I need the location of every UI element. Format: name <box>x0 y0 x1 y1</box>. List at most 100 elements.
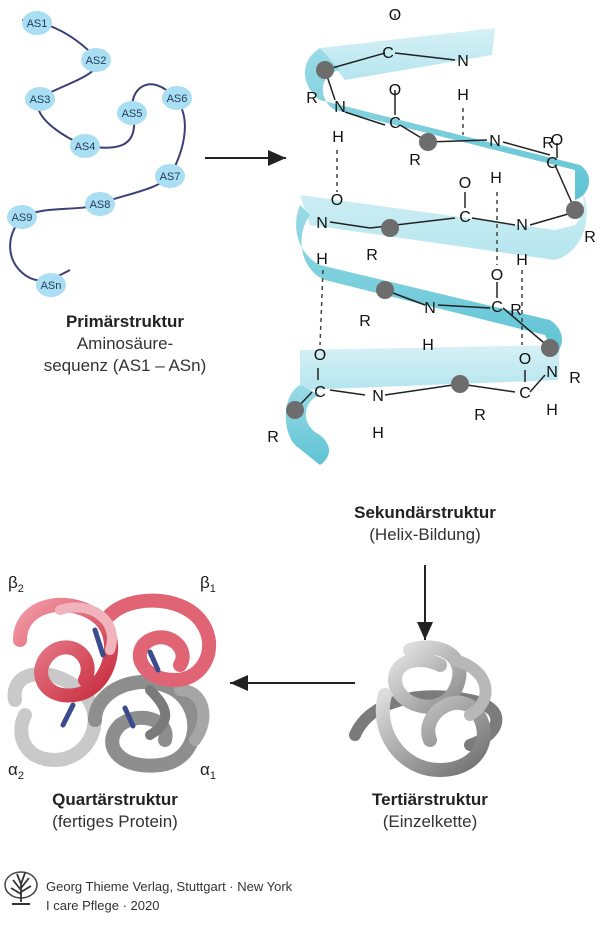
nitrogen-atom-label: N <box>489 133 501 150</box>
alpha-carbon <box>451 375 469 393</box>
hydrogen-atom-label: H <box>490 170 502 187</box>
residue-label: AS6 <box>167 93 188 105</box>
oxygen-atom-label: O <box>491 267 503 284</box>
nitrogen-atom-label: N <box>516 217 528 234</box>
residue-bubble: ASn <box>36 273 66 297</box>
residue-bubble: AS9 <box>7 205 37 229</box>
residue-bubble: AS6 <box>162 86 192 110</box>
hydrogen-atom-label: H <box>516 252 528 269</box>
hydrogen-atom-label: H <box>457 87 469 104</box>
residue-label: AS9 <box>12 212 33 224</box>
tertiary-title: Tertiärstruktur <box>372 790 488 809</box>
residue-bubble: AS4 <box>70 134 100 158</box>
residue-label: ASn <box>41 280 62 292</box>
helix-ribbon-front <box>305 48 590 200</box>
quaternary-subtitle: (fertiges Protein) <box>52 812 178 831</box>
residue-bubble: AS5 <box>117 101 147 125</box>
alpha-carbon <box>541 339 559 357</box>
rest-atom-label: R <box>510 302 522 319</box>
oxygen-atom-label: O <box>551 132 563 149</box>
residue-bubble: AS2 <box>81 48 111 72</box>
residue-label: AS3 <box>30 94 51 106</box>
carbon-atom-label: C <box>546 155 558 172</box>
carbon-atom-label: C <box>491 299 503 316</box>
nitrogen-atom-label: N <box>424 300 436 317</box>
label-alpha1: α1 <box>200 760 216 782</box>
secondary-subtitle: (Helix-Bildung) <box>369 525 481 544</box>
rest-atom-label: R <box>366 247 378 264</box>
credit-line2: I care Pflege · 2020 <box>46 898 160 913</box>
publisher-tree-logo <box>4 871 38 905</box>
nitrogen-atom-label: N <box>372 388 384 405</box>
helix-ribbon-back <box>300 170 587 260</box>
oxygen-atom-label: O <box>389 82 401 99</box>
carbon-atom-label: C <box>389 115 401 132</box>
residue-label: AS5 <box>122 108 143 120</box>
primary-caption: Primärstruktur Aminosäure- sequenz (AS1 … <box>20 311 230 377</box>
hydrogen-atom-label: H <box>546 402 558 419</box>
credit-line1: Georg Thieme Verlag, Stuttgart · New Yor… <box>46 879 293 894</box>
subunit-alpha2 <box>7 667 102 768</box>
quaternary-caption: Quartärstruktur (fertiges Protein) <box>10 789 220 833</box>
oxygen-atom-label: O <box>389 7 401 24</box>
residue-label: AS8 <box>90 199 111 211</box>
carbon-atom-label: C <box>459 209 471 226</box>
primary-subtitle-line2: sequenz (AS1 – ASn) <box>43 356 207 375</box>
alpha-carbon <box>566 201 584 219</box>
alpha-carbon <box>381 219 399 237</box>
residue-bubble: AS8 <box>85 192 115 216</box>
rest-atom-label: R <box>359 313 371 330</box>
tertiary-structure-chain <box>349 640 503 778</box>
nitrogen-atom-label: N <box>457 53 469 70</box>
residue-label: AS2 <box>86 55 107 67</box>
carbon-atom-label: C <box>314 384 326 401</box>
residue-bubble: AS7 <box>155 164 185 188</box>
quaternary-structure-protein <box>7 593 216 773</box>
rest-atom-label: R <box>584 229 596 246</box>
quaternary-title: Quartärstruktur <box>52 790 178 809</box>
alpha-carbon <box>316 61 334 79</box>
residue-label: AS1 <box>27 18 48 30</box>
primary-title: Primärstruktur <box>65 312 185 331</box>
alpha-carbon <box>286 401 304 419</box>
label-beta2: β2 <box>8 573 24 595</box>
secondary-title: Sekundärstruktur <box>354 503 496 522</box>
helix-ribbon-front <box>296 205 562 355</box>
rest-atom-label: R <box>267 429 279 446</box>
primary-subtitle-line1: Aminosäure- <box>76 334 174 353</box>
label-alpha2: α2 <box>8 760 24 782</box>
residue-label: AS7 <box>160 171 181 183</box>
carbon-atom-label: C <box>382 45 394 62</box>
residue-bubble: AS3 <box>25 87 55 111</box>
nitrogen-atom-label: N <box>546 364 558 381</box>
carbon-atom-label: C <box>519 385 531 402</box>
residue-bubble: AS1 <box>22 11 52 35</box>
alpha-carbon <box>419 133 437 151</box>
rest-atom-label: R <box>542 135 554 152</box>
oxygen-atom-label: O <box>314 347 326 364</box>
rest-atom-label: R <box>306 90 318 107</box>
rest-atom-label: R <box>409 152 421 169</box>
hydrogen-atom-label: H <box>372 425 384 442</box>
nitrogen-atom-label: N <box>316 215 328 232</box>
alpha-carbon <box>376 281 394 299</box>
hydrogen-atom-label: H <box>316 251 328 268</box>
rest-atom-label: R <box>569 370 581 387</box>
rest-atom-label: R <box>474 407 486 424</box>
publisher-credit: Georg Thieme Verlag, Stuttgart · New Yor… <box>46 877 292 915</box>
oxygen-atom-label: O <box>331 192 343 209</box>
subunit-beta1 <box>103 593 216 688</box>
tertiary-caption: Tertiärstruktur (Einzelkette) <box>330 789 530 833</box>
oxygen-atom-label: O <box>519 351 531 368</box>
residue-label: AS4 <box>75 141 96 153</box>
oxygen-atom-label: O <box>459 175 471 192</box>
secondary-caption: Sekundärstruktur (Helix-Bildung) <box>320 502 530 546</box>
helix-ribbon-back <box>300 345 560 390</box>
tertiary-subtitle: (Einzelkette) <box>382 812 478 831</box>
nitrogen-atom-label: N <box>334 99 346 116</box>
hydrogen-atom-label: H <box>422 337 434 354</box>
